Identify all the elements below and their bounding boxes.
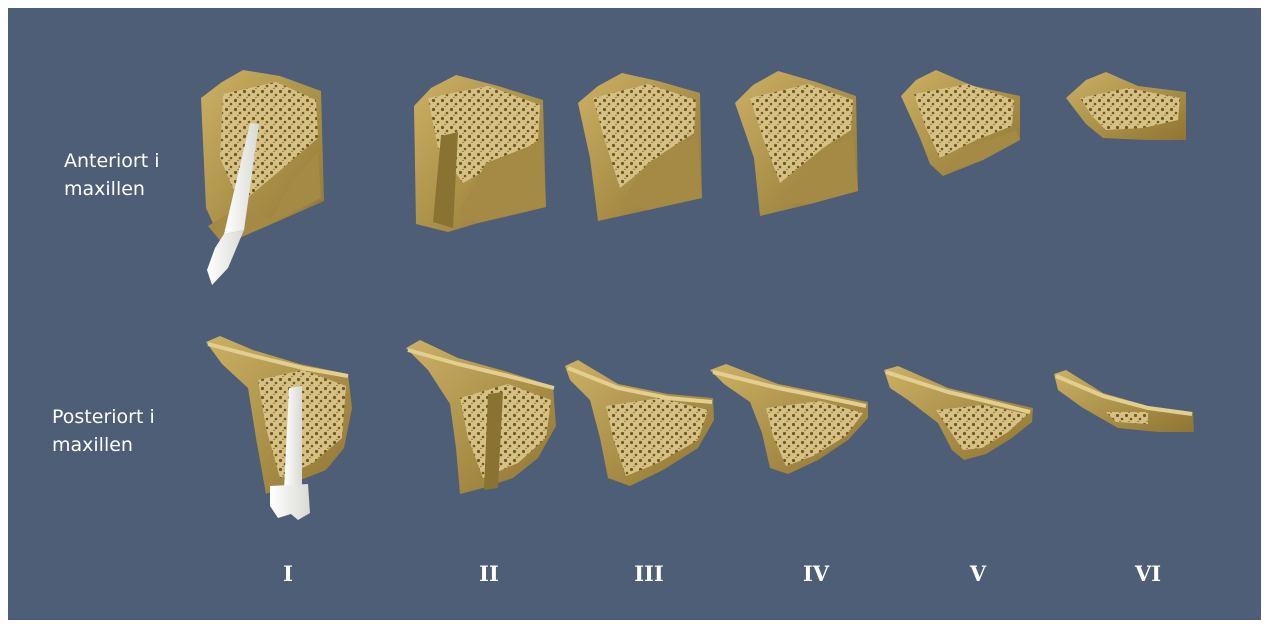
- anterior-stage-2-bone: [414, 75, 546, 232]
- diagram-panel: Anteriort i maxillen Posteriort i maxill…: [8, 8, 1261, 620]
- posterior-stage-1-bone: [206, 336, 352, 494]
- stage-label-2: II: [449, 561, 529, 586]
- posterior-row-label: Posteriort i maxillen: [52, 403, 155, 459]
- stage-label-6: VI: [1108, 561, 1188, 586]
- stage-label-1: I: [248, 561, 328, 586]
- anterior-stage-5-bone: [901, 70, 1020, 176]
- anterior-stage-3-bone: [578, 73, 702, 221]
- bone-resorption-illustration: [8, 8, 1261, 620]
- posterior-stage-5-bone: [884, 366, 1033, 460]
- posterior-stage-6-bone: [1054, 370, 1194, 432]
- stage-label-4: IV: [776, 561, 856, 586]
- posterior-stage-4-bone: [710, 364, 868, 474]
- anterior-stage-6-bone: [1066, 72, 1186, 140]
- anterior-stage-1-bone: [201, 70, 324, 245]
- anterior-row-label: Anteriort i maxillen: [64, 147, 159, 203]
- posterior-stage-3-bone: [565, 360, 714, 486]
- stage-label-5: V: [938, 561, 1018, 586]
- anterior-stage-4-bone: [735, 71, 858, 216]
- stage-label-3: III: [609, 561, 689, 586]
- posterior-stage-2-bone: [406, 340, 556, 494]
